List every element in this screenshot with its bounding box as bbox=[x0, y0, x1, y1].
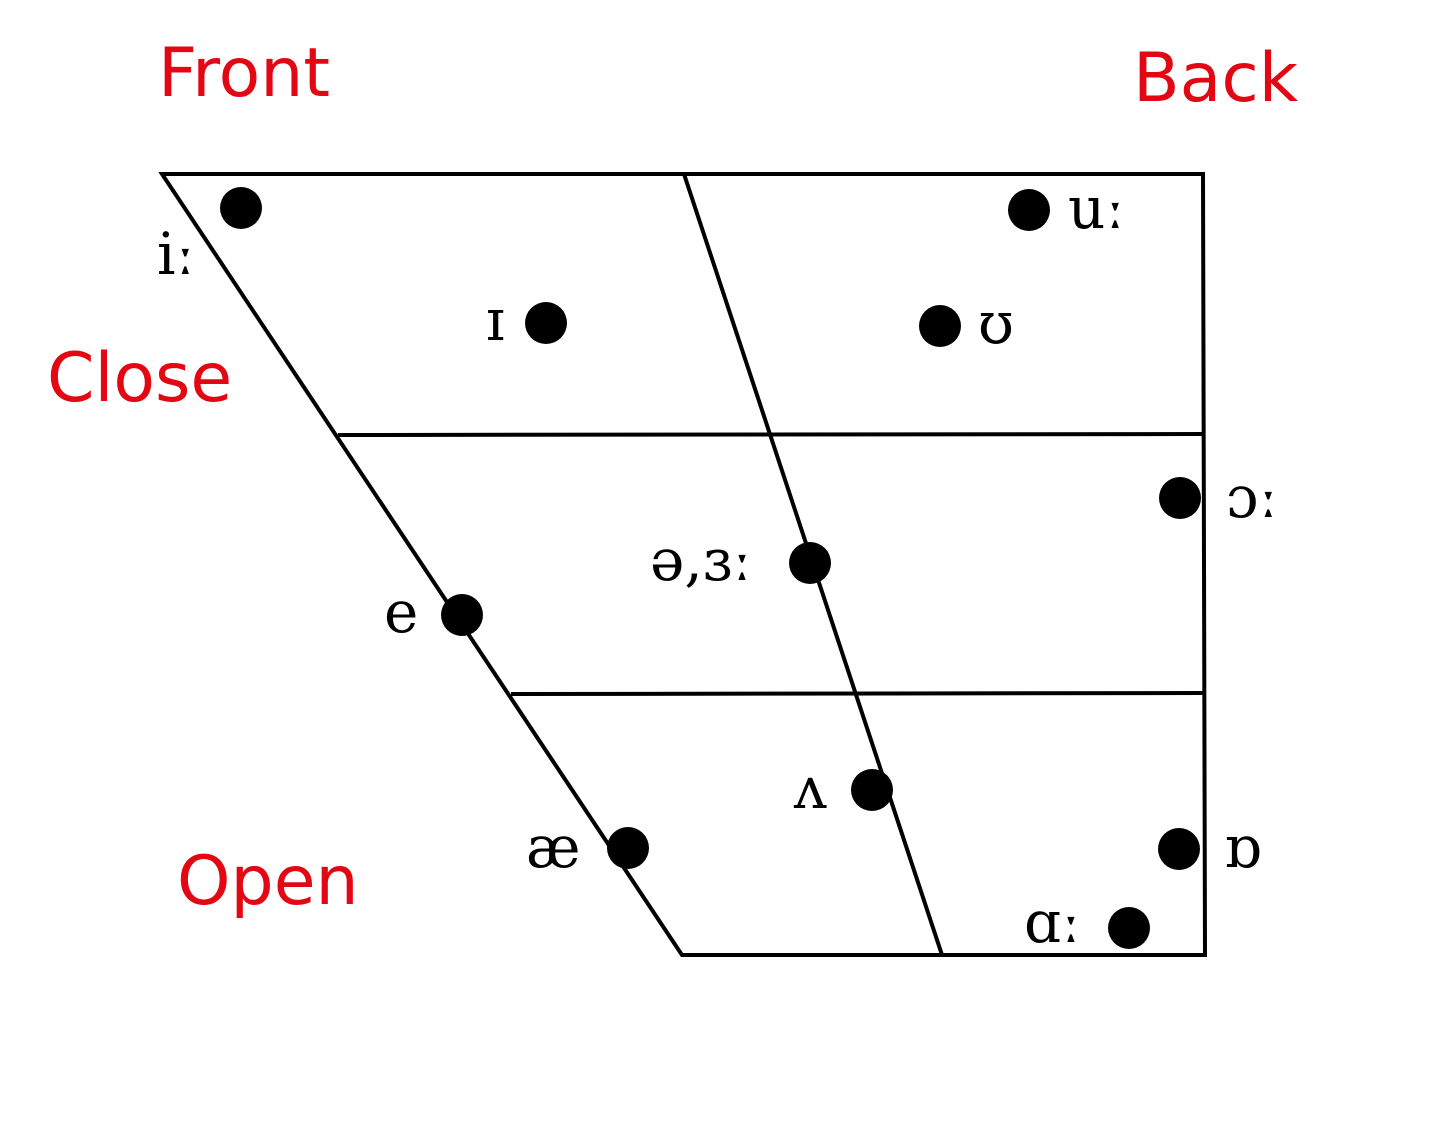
vowel-dot-upsilon bbox=[919, 305, 961, 347]
vowel-label-short-i: ɪ bbox=[486, 286, 505, 354]
vowel-dot-i-long bbox=[220, 187, 262, 229]
vowel-label-schwa-er: ə,ɜː bbox=[650, 526, 752, 594]
vowel-trapezoid bbox=[158, 172, 1208, 957]
back-label: Back bbox=[1133, 39, 1299, 118]
vowel-label-i-long: iː bbox=[157, 220, 195, 288]
vowel-label-upsilon: ʊ bbox=[978, 289, 1014, 357]
vowel-dot-open-o-long bbox=[1159, 477, 1201, 519]
vowel-label-e: e bbox=[384, 578, 418, 646]
vowel-dot-turned-a bbox=[1158, 828, 1200, 870]
front-label: Front bbox=[158, 34, 330, 113]
vowel-label-ash: æ bbox=[526, 813, 581, 881]
vowel-label-a-long: ɑː bbox=[1024, 888, 1081, 956]
vowel-label-turned-a: ɒ bbox=[1224, 813, 1261, 881]
vowel-dot-short-i bbox=[525, 302, 567, 344]
vowel-dot-e bbox=[441, 594, 483, 636]
close-label: Close bbox=[47, 339, 232, 418]
vowel-label-open-o-long: ɔː bbox=[1226, 463, 1278, 531]
vowel-dot-wedge bbox=[851, 769, 893, 811]
vowel-dot-u-long bbox=[1008, 189, 1050, 231]
vowel-dot-ash bbox=[607, 827, 649, 869]
vowel-dot-a-long bbox=[1108, 907, 1150, 949]
vowel-label-u-long: uː bbox=[1068, 174, 1125, 242]
vowel-label-wedge: ʌ bbox=[793, 754, 827, 822]
open-label: Open bbox=[177, 842, 359, 921]
vowel-dot-schwa bbox=[789, 542, 831, 584]
